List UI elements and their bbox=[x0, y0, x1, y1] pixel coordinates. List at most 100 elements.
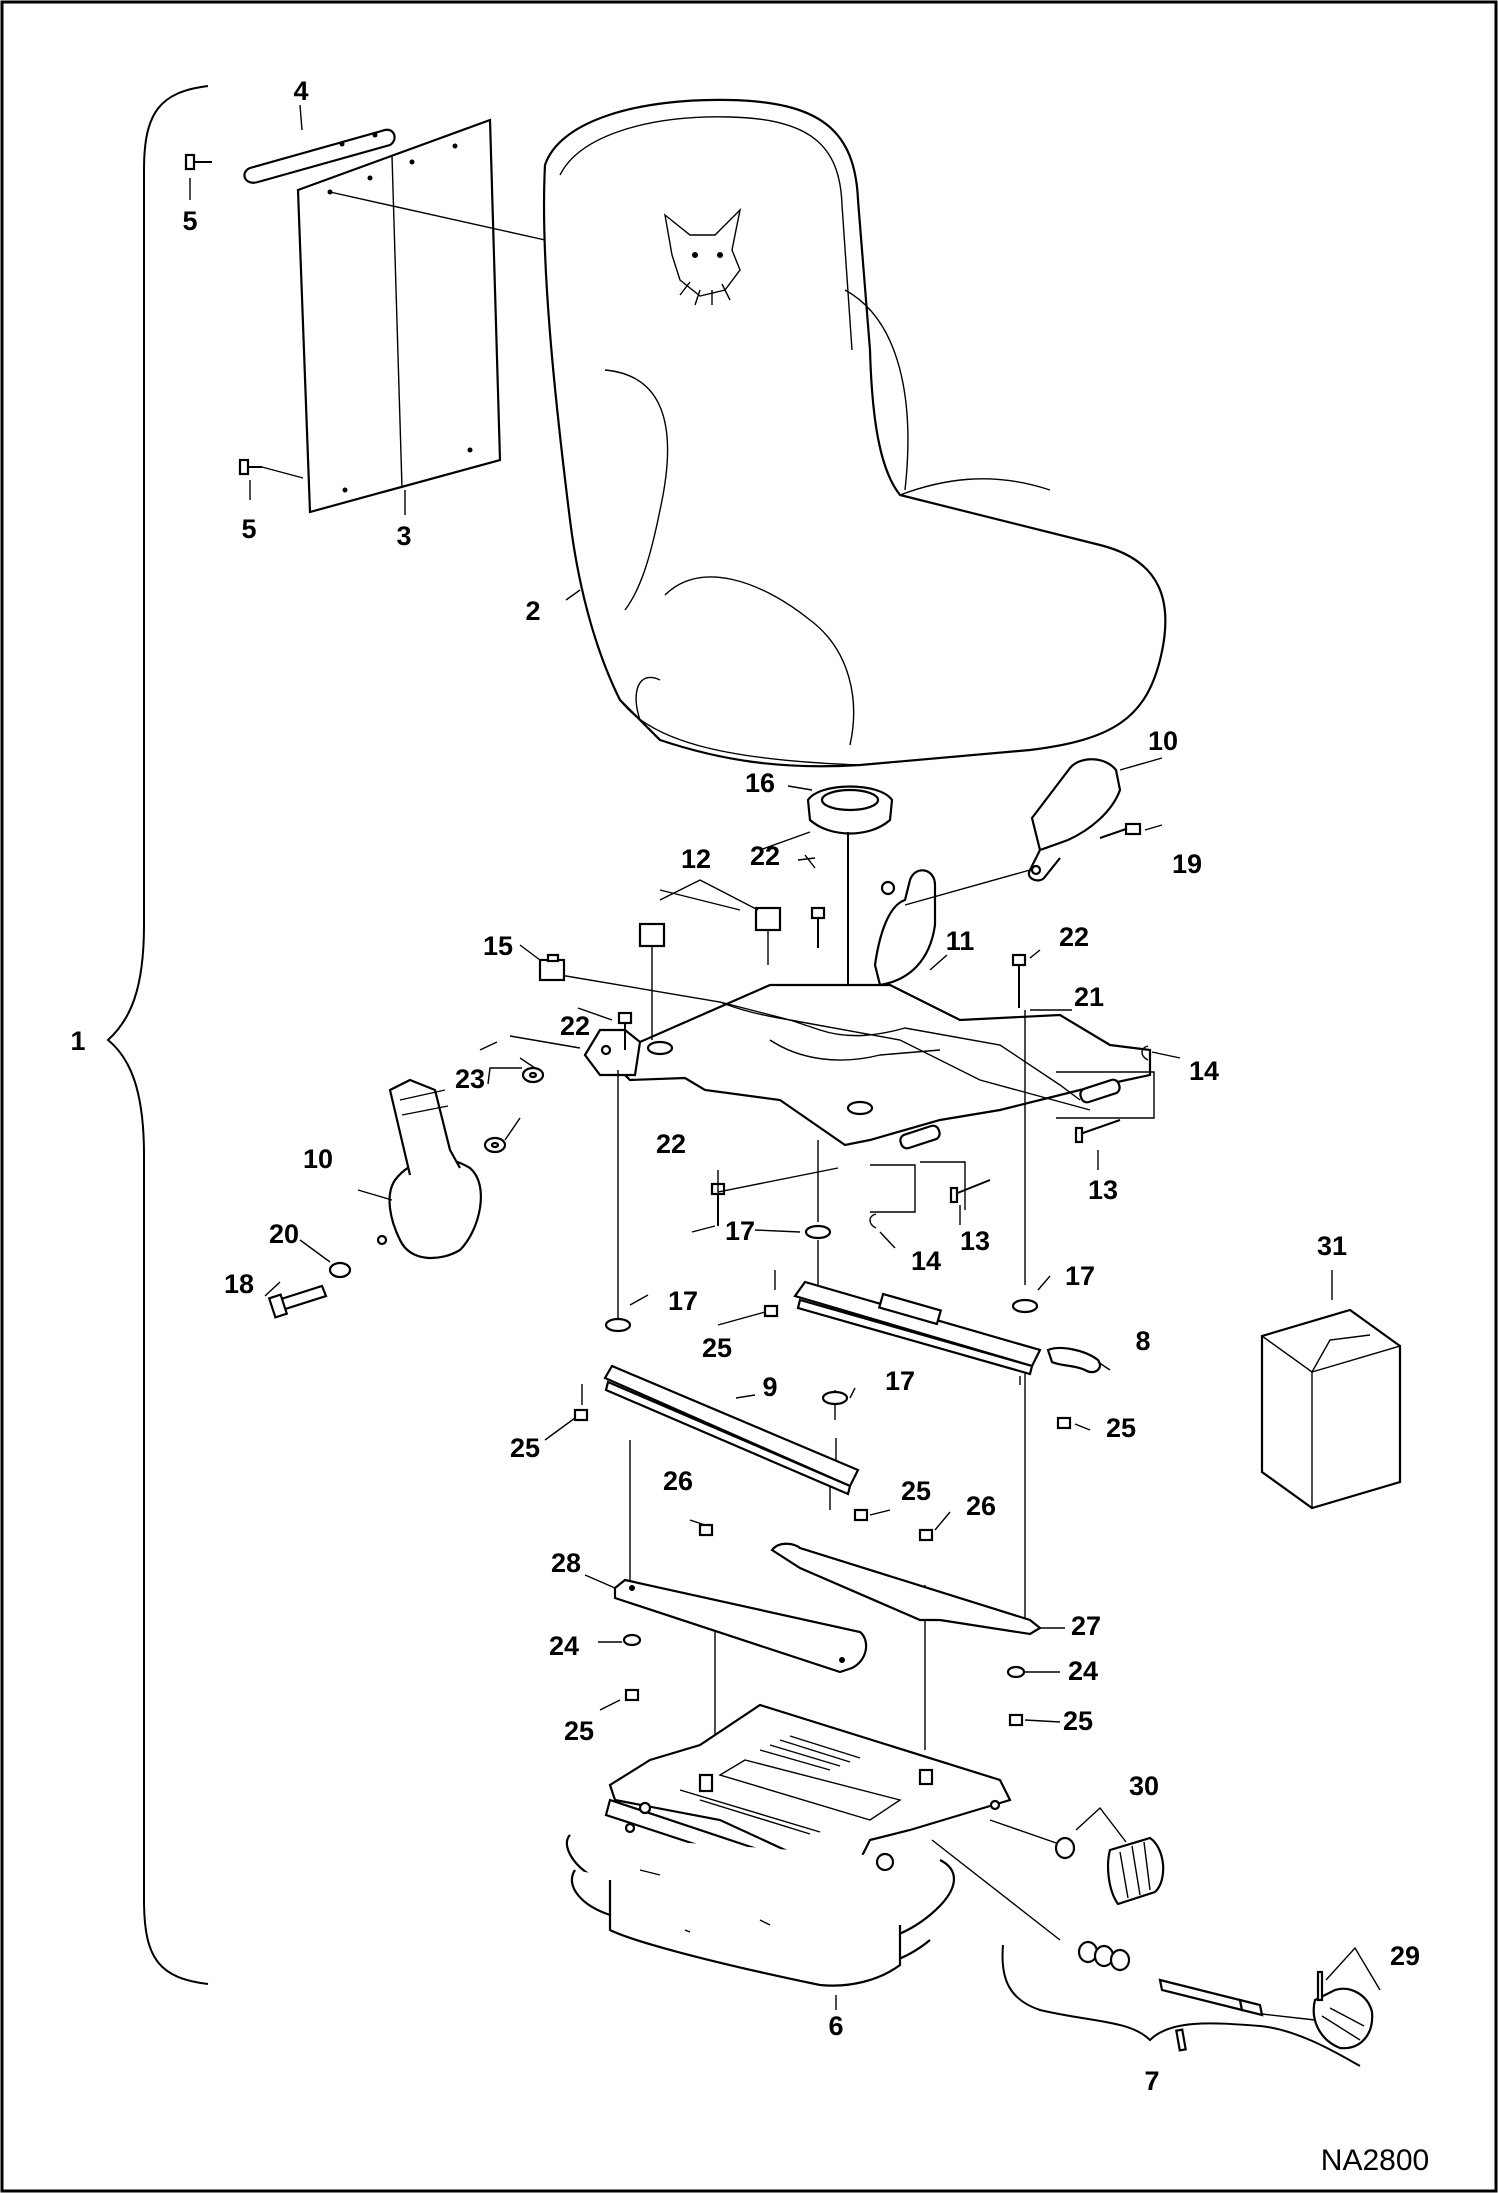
callout-27: 27 bbox=[1071, 1611, 1101, 1641]
callout-15: 15 bbox=[483, 931, 513, 961]
callout-25c: 25 bbox=[510, 1433, 540, 1463]
callout-26b: 26 bbox=[966, 1491, 996, 1521]
screw-icon bbox=[238, 458, 304, 479]
latch-cylinder bbox=[899, 1078, 1121, 1150]
callout-29: 29 bbox=[1390, 1941, 1420, 1971]
callout-10b: 10 bbox=[303, 1144, 333, 1174]
nut-icon bbox=[853, 1508, 869, 1522]
callout-5b: 5 bbox=[241, 514, 256, 544]
callout-10a: 10 bbox=[1148, 726, 1178, 756]
callout-14b: 14 bbox=[911, 1246, 941, 1276]
callout-24b: 24 bbox=[1068, 1656, 1098, 1686]
washer-icon bbox=[804, 1224, 832, 1240]
callout-18: 18 bbox=[224, 1269, 254, 1299]
drawing-code: NA2800 bbox=[1321, 2144, 1429, 2177]
callout-7: 7 bbox=[1144, 2066, 1159, 2096]
callout-23: 23 bbox=[455, 1064, 485, 1094]
callout-13a: 13 bbox=[1088, 1175, 1118, 1205]
bolt-icon bbox=[617, 1011, 633, 1050]
callout-22d: 22 bbox=[656, 1129, 686, 1159]
bolt-icon bbox=[1099, 822, 1142, 839]
slide-rail-right bbox=[763, 1270, 1101, 1430]
callout-22b: 22 bbox=[1059, 922, 1089, 952]
callout-5a: 5 bbox=[182, 206, 197, 236]
bolt-icon bbox=[1011, 953, 1027, 1008]
washers bbox=[604, 1224, 1039, 1406]
washer-icon bbox=[821, 1390, 849, 1406]
callout-26a: 26 bbox=[663, 1466, 693, 1496]
seat-cushion bbox=[542, 98, 1167, 768]
suspension-base bbox=[565, 1703, 1061, 2010]
lock-washer-icon bbox=[622, 1633, 642, 1647]
adjuster-shaft-group bbox=[1001, 1940, 1381, 2067]
spacer-plate-left bbox=[613, 1578, 868, 1674]
lock-washer-icon bbox=[1006, 1665, 1026, 1679]
callout-17c: 17 bbox=[668, 1286, 698, 1316]
callout-2: 2 bbox=[525, 596, 540, 626]
leader-lines bbox=[264, 589, 1181, 1723]
seat-belt-buckle-lower bbox=[267, 1066, 545, 1319]
harness-connector bbox=[538, 953, 566, 982]
callout-9: 9 bbox=[762, 1372, 777, 1402]
callout-labels: 1234556789101011121313141415161717171718… bbox=[70, 76, 1420, 2096]
back-panel-group bbox=[184, 104, 546, 515]
nut-icon bbox=[624, 1688, 640, 1702]
rubber-pad bbox=[754, 906, 782, 932]
callout-1: 1 bbox=[70, 1026, 85, 1056]
callout-13b: 13 bbox=[960, 1226, 990, 1256]
callout-25a: 25 bbox=[702, 1333, 732, 1363]
callout-14a: 14 bbox=[1189, 1056, 1219, 1086]
callout-8: 8 bbox=[1135, 1326, 1150, 1356]
spacer-plate-right bbox=[770, 1542, 1042, 1636]
assembly-brace bbox=[106, 85, 209, 1985]
back-panel bbox=[296, 118, 502, 514]
screw-icon bbox=[184, 153, 212, 171]
nut-icon bbox=[1056, 1416, 1072, 1430]
callout-16: 16 bbox=[745, 768, 775, 798]
callout-11: 11 bbox=[946, 926, 975, 956]
callout-12: 12 bbox=[681, 844, 711, 874]
nut-icon bbox=[698, 1523, 714, 1537]
callout-19: 19 bbox=[1172, 849, 1202, 879]
bobcat-logo-icon bbox=[663, 207, 742, 306]
slide-rail-left bbox=[573, 1364, 869, 1522]
callout-21: 21 bbox=[1074, 982, 1104, 1012]
callout-20: 20 bbox=[269, 1219, 299, 1249]
callout-17b: 17 bbox=[1065, 1261, 1095, 1291]
washer-icon bbox=[604, 1317, 632, 1333]
nut-icon bbox=[573, 1408, 589, 1422]
nut-icon bbox=[763, 1304, 779, 1318]
callout-25e: 25 bbox=[564, 1716, 594, 1746]
mount-plate bbox=[597, 983, 1152, 1147]
seat-mount-plate-group bbox=[479, 785, 1155, 1229]
callout-25b: 25 bbox=[1106, 1413, 1136, 1443]
callout-22a: 22 bbox=[750, 841, 780, 871]
shaft-brace bbox=[1001, 1944, 1361, 2067]
pin-icon bbox=[949, 1119, 1121, 1204]
callout-30: 30 bbox=[1129, 1771, 1159, 1801]
callout-17a: 17 bbox=[725, 1216, 755, 1246]
rubber-pad bbox=[638, 922, 666, 948]
parts-box bbox=[1260, 1270, 1402, 1510]
callout-25f: 25 bbox=[1063, 1706, 1093, 1736]
side-tab bbox=[583, 1028, 642, 1077]
nut-icon bbox=[1008, 1713, 1024, 1727]
callout-6: 6 bbox=[828, 2011, 843, 2041]
adjuster-knob-set bbox=[989, 1806, 1165, 1906]
bolt-icon bbox=[810, 906, 826, 948]
callout-28: 28 bbox=[551, 1548, 581, 1578]
belt-bracket bbox=[873, 869, 937, 987]
callout-22c: 22 bbox=[560, 1011, 590, 1041]
seat-belt-buckle-upper bbox=[904, 758, 1142, 906]
callout-17d: 17 bbox=[885, 1366, 915, 1396]
washer-icon bbox=[1011, 1298, 1039, 1314]
callout-4: 4 bbox=[293, 76, 308, 106]
callout-25d: 25 bbox=[901, 1476, 931, 1506]
callout-24a: 24 bbox=[549, 1631, 579, 1661]
callout-31: 31 bbox=[1317, 1231, 1347, 1261]
adjustment-knob bbox=[806, 785, 894, 985]
mounting-bar bbox=[243, 128, 396, 184]
